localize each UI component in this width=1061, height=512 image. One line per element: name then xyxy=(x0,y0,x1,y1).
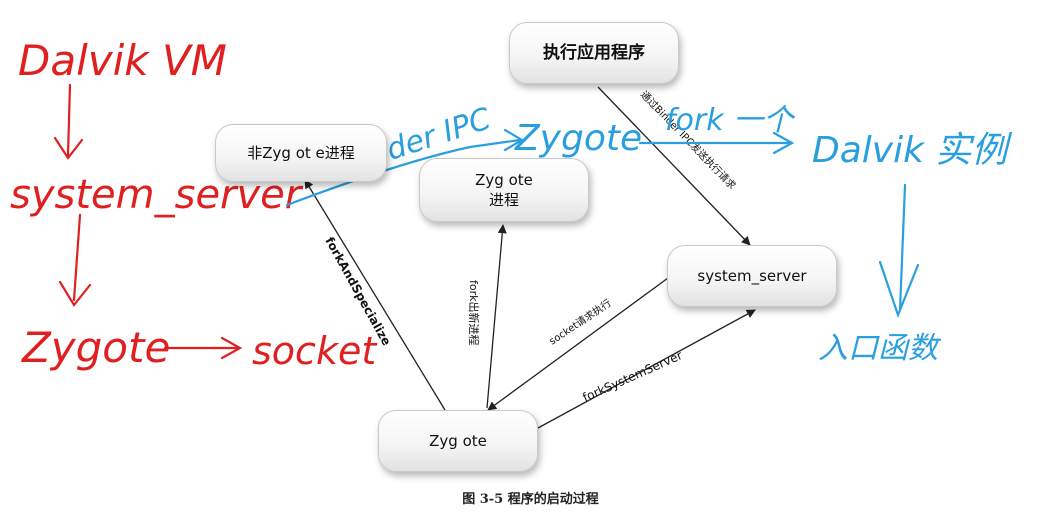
node-zygote: Zyg ote xyxy=(378,410,538,472)
arrow-system-server-to-zygote xyxy=(487,277,669,411)
arrow-exec-to-system-server xyxy=(597,86,751,246)
arrow-zygote-to-system-server xyxy=(537,309,756,429)
figure-caption: 图 3-5 程序的启动过程 xyxy=(462,492,599,507)
blue-note-entry-function: 入口函数 xyxy=(818,331,942,366)
red-arrow-right xyxy=(163,336,243,360)
red-arrow-down-2 xyxy=(58,213,92,307)
blue-note-zygote: Zygote xyxy=(514,118,642,159)
node-system-server: system_server xyxy=(667,245,837,307)
red-note-zygote: Zygote xyxy=(21,323,170,372)
node-zygote-process: Zyg ote 进程 xyxy=(419,158,589,222)
node-non-zygote: 非Zyg ot e进程 xyxy=(215,124,387,182)
node-non-zygote-label: 非Zyg ot e进程 xyxy=(247,143,355,162)
node-exec-app-label: 执行应用程序 xyxy=(543,42,645,63)
node-exec-app: 执行应用程序 xyxy=(509,22,679,84)
node-zygote-process-label-2: 进程 xyxy=(488,191,519,209)
node-system-server-label: system_server xyxy=(697,266,807,285)
edge-label-fork-system-server: forkSystemServer xyxy=(581,348,685,405)
arrow-zygote-to-non-zygote xyxy=(304,179,446,411)
node-zygote-label: Zyg ote xyxy=(429,431,487,450)
red-note-dalvik-vm: Dalvik VM xyxy=(18,36,227,85)
node-zygote-process-label-1: Zyg ote xyxy=(475,170,533,189)
blue-arrow-fork xyxy=(638,131,795,155)
blue-arrow-down xyxy=(878,183,920,319)
blue-note-dalvik-instance: Dalvik 实例 xyxy=(812,130,1012,171)
edge-label-fork-new-process: fork出新进程 xyxy=(467,280,481,346)
red-annotations xyxy=(53,83,243,360)
red-arrow-down-1 xyxy=(53,83,84,160)
blue-note-fork: fork 一个 xyxy=(665,103,796,138)
red-note-socket: socket xyxy=(252,329,378,373)
arrow-zygote-to-zygote-process xyxy=(486,224,507,409)
edge-label-socket-request: socket请求执行 xyxy=(546,296,613,347)
